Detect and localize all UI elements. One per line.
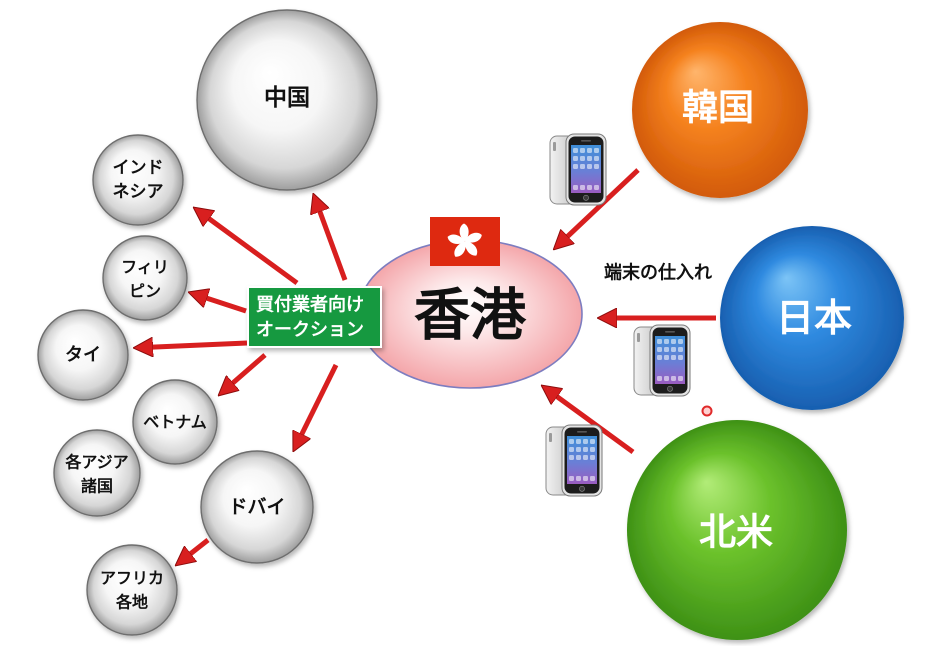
auction-box-background [247,286,382,348]
destination-node-vietnam: ベトナム [132,379,218,465]
hub-node-hong-kong: 香港 [357,239,583,389]
destination-node-indonesia: インド ネシア [92,134,184,226]
japan-circle [720,226,904,410]
arrow-to-thailand [141,343,248,348]
other-asia-label-line2: 諸国 [81,477,113,496]
auction-box-line2: オークション [256,320,364,341]
arrow-to-china [316,201,348,281]
vietnam-label: ベトナム [143,413,207,432]
arrow-to-philippines [196,295,247,314]
philippines-circle [102,235,188,321]
flower-petal [454,241,466,257]
africa-label-line1: アフリカ [100,569,164,588]
hub-label: 香港 [414,284,527,349]
arrow-from-korea [559,168,640,245]
africa-circle [86,544,178,636]
korea-label: 韓国 [682,88,754,129]
china-label: 中国 [264,85,310,111]
africa-label-line2: 各地 [115,593,148,612]
other-asia-circle [53,429,141,517]
japan-label: 日本 [776,296,852,340]
korea-circle [632,22,808,198]
north-america-circle [627,420,847,640]
incoming-arrows [548,168,716,455]
china-circle [196,9,378,191]
outgoing-arrows [141,201,348,562]
philippines-label-line2: ピン [129,282,161,301]
destination-node-dubai: ドバイ [200,450,314,564]
cursor-dot-ring [701,405,713,417]
destination-node-other-asia: 各アジア 諸国 [53,429,141,517]
auction-box: 買付業者向け オークション [247,286,382,348]
smartphone-icon [633,324,691,397]
destination-node-africa: アフリカ 各地 [86,544,178,636]
vietnam-circle [132,379,218,465]
philippines-label-line1: フィリ [121,258,169,277]
thailand-circle [37,309,129,401]
source-node-korea: 韓国 [632,22,808,198]
destination-node-philippines: フィリ ピン [102,235,188,321]
source-node-north-america: 北米 [627,420,847,640]
source-node-japan: 日本 [720,226,904,410]
north-america-label: 北米 [699,511,773,554]
arrow-from-north-america [548,390,635,455]
arrow-to-africa [181,538,210,561]
flower-petal [459,223,469,242]
other-asia-label-line1: 各アジア [64,453,128,472]
flower-petal [465,232,482,243]
smartphone-icon [549,133,607,206]
sourcing-label: 端末の仕入れ [604,262,712,284]
arrow-to-dubai [297,363,339,445]
thailand-label: タイ [65,345,101,366]
dubai-circle [200,450,314,564]
flower-petal [447,234,465,245]
smartphone-icon [545,424,603,497]
indonesia-label-line1: インド [113,158,164,178]
destination-node-china: 中国 [196,9,378,191]
arrow-to-vietnam [224,353,267,391]
auction-box-line1: 買付業者向け [256,294,364,316]
indonesia-label-line2: ネシア [113,182,164,202]
flower-petal [464,241,478,256]
indonesia-circle [92,134,184,226]
destination-node-thailand: タイ [37,309,129,401]
arrow-to-indonesia [200,212,299,286]
hong-kong-flag-icon [430,217,500,266]
dubai-label: ドバイ [228,496,285,518]
cursor-dot [701,405,713,417]
bauhinia-flower [447,223,482,257]
